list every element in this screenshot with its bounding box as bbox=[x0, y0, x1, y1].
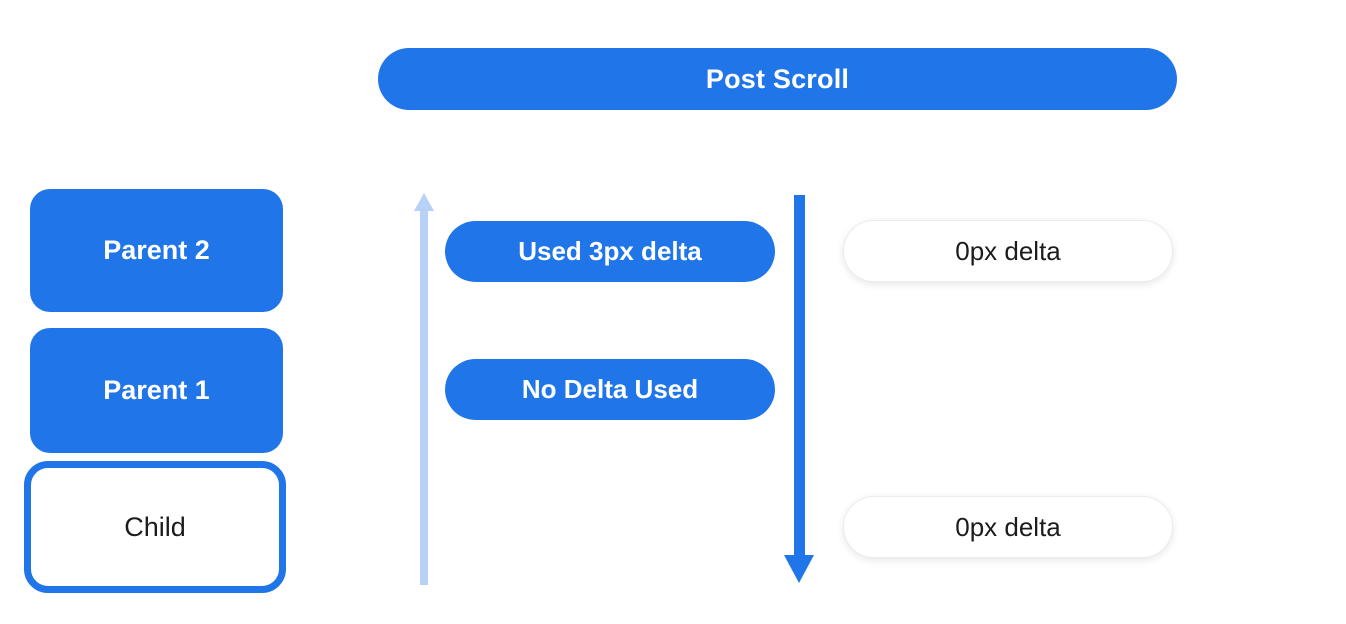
used-delta-pill-label: Used 3px delta bbox=[518, 236, 702, 266]
parent-2-box: Parent 2 bbox=[30, 189, 283, 312]
scroll-down-arrow-head bbox=[784, 555, 814, 583]
scroll-up-arrow-head bbox=[414, 193, 434, 211]
scroll-up-arrow-shaft bbox=[420, 211, 428, 585]
parent-1-box: Parent 1 bbox=[30, 328, 283, 453]
zero-delta-pill-bottom-label: 0px delta bbox=[955, 511, 1061, 542]
child-box: Child bbox=[24, 461, 286, 593]
scroll-down-arrow-icon bbox=[784, 195, 814, 583]
zero-delta-pill-top: 0px delta bbox=[843, 220, 1173, 282]
post-scroll-banner-label: Post Scroll bbox=[705, 63, 850, 94]
zero-delta-pill-bottom: 0px delta bbox=[843, 496, 1173, 558]
child-label: Child bbox=[124, 511, 186, 542]
scroll-up-arrow-icon bbox=[414, 193, 434, 585]
parent-2-label: Parent 2 bbox=[103, 235, 210, 265]
parent-1-label: Parent 1 bbox=[103, 375, 210, 405]
scroll-down-arrow-shaft bbox=[793, 195, 805, 555]
post-scroll-banner: Post Scroll bbox=[378, 48, 1177, 110]
zero-delta-pill-top-label: 0px delta bbox=[955, 235, 1061, 266]
no-delta-used-pill-label: No Delta Used bbox=[521, 374, 699, 404]
no-delta-used-pill: No Delta Used bbox=[445, 359, 775, 420]
used-delta-pill: Used 3px delta bbox=[445, 221, 775, 282]
